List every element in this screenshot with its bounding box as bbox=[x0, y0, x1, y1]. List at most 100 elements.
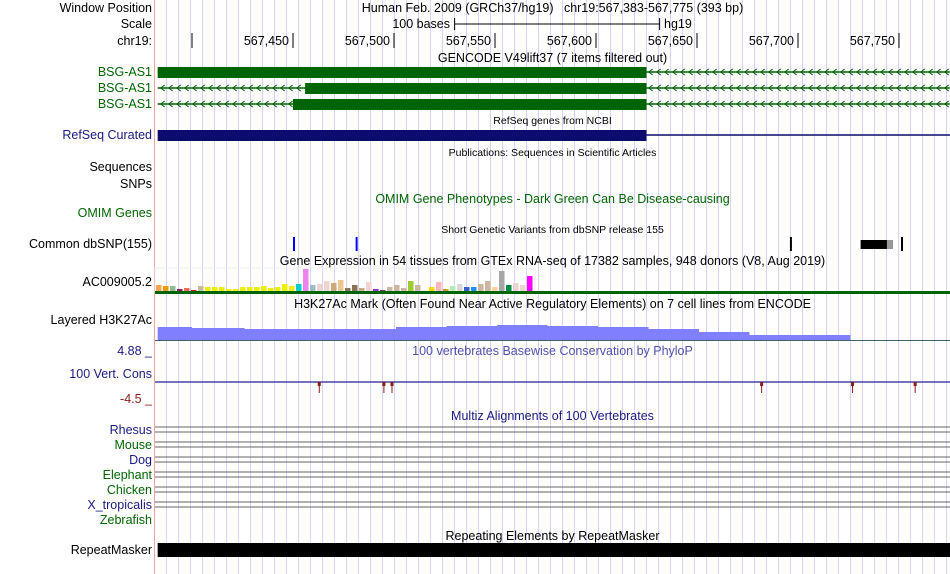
strand-arrow-icon bbox=[815, 100, 821, 108]
gtex-bar bbox=[254, 287, 260, 291]
gtex-bar bbox=[436, 282, 442, 291]
strand-arrow-icon bbox=[831, 100, 837, 108]
gtex-bar bbox=[275, 287, 281, 291]
strand-arrow-icon bbox=[815, 68, 821, 76]
strand-arrow-icon bbox=[263, 100, 269, 108]
species-label[interactable]: Elephant bbox=[102, 468, 152, 482]
multiz-title: Multiz Alignments of 100 Vertebrates bbox=[451, 409, 654, 423]
gene-exon bbox=[293, 99, 647, 110]
strand-arrow-icon bbox=[727, 100, 733, 108]
gtex-bar bbox=[506, 285, 512, 291]
strand-arrow-icon bbox=[239, 100, 245, 108]
strand-arrow-icon bbox=[839, 84, 845, 92]
refseq-label[interactable]: RefSeq Curated bbox=[62, 128, 152, 142]
strand-arrow-icon bbox=[743, 68, 749, 76]
repeatmasker-label[interactable]: RepeatMasker bbox=[70, 543, 152, 557]
strand-arrow-icon bbox=[807, 100, 813, 108]
strand-arrow-icon bbox=[823, 84, 829, 92]
species-label[interactable]: Chicken bbox=[106, 483, 152, 497]
strand-arrow-icon bbox=[663, 84, 669, 92]
strand-arrow-icon bbox=[887, 68, 893, 76]
strand-arrow-icon bbox=[695, 100, 701, 108]
h3k27ac-label[interactable]: Layered H3K27Ac bbox=[50, 313, 152, 327]
strand-arrow-icon bbox=[671, 68, 677, 76]
omim-label[interactable]: OMIM Genes bbox=[77, 206, 152, 220]
strand-arrow-icon bbox=[719, 100, 725, 108]
gtex-bar bbox=[464, 287, 470, 291]
strand-arrow-icon bbox=[927, 100, 933, 108]
species-label[interactable]: Zebrafish bbox=[99, 513, 152, 527]
h3k27ac-signal bbox=[598, 327, 649, 340]
strand-arrow-icon bbox=[191, 100, 197, 108]
strand-arrow-icon bbox=[199, 100, 205, 108]
strand-arrow-icon bbox=[823, 68, 829, 76]
gtex-bar bbox=[282, 284, 288, 291]
phylop-label[interactable]: 100 Vert. Cons bbox=[69, 367, 152, 381]
strand-arrow-icon bbox=[903, 84, 909, 92]
gtex-bar bbox=[310, 285, 316, 291]
strand-arrow-icon bbox=[191, 84, 197, 92]
species-label[interactable]: Dog bbox=[129, 453, 152, 467]
strand-arrow-icon bbox=[839, 100, 845, 108]
gencode-label[interactable]: BSG-AS1 bbox=[97, 65, 152, 79]
strand-arrow-icon bbox=[911, 100, 917, 108]
gtex-bar bbox=[303, 269, 309, 291]
strand-arrow-icon bbox=[159, 84, 165, 92]
strand-arrow-icon bbox=[927, 84, 933, 92]
ruler-tick-label: 567,450 bbox=[243, 34, 289, 48]
gtex-label[interactable]: AC009005.2 bbox=[82, 275, 152, 289]
gene-exon bbox=[157, 67, 647, 78]
strand-arrow-icon bbox=[791, 68, 797, 76]
publications-label-snps[interactable]: SNPs bbox=[120, 177, 152, 191]
species-label[interactable]: Mouse bbox=[114, 438, 152, 452]
strand-arrow-icon bbox=[671, 100, 677, 108]
strand-arrow-icon bbox=[767, 84, 773, 92]
species-label[interactable]: X_tropicalis bbox=[87, 498, 152, 512]
h3k27ac-signal bbox=[446, 326, 498, 340]
gtex-bar bbox=[331, 283, 337, 291]
gtex-bar bbox=[212, 287, 218, 291]
scale-label: Scale bbox=[120, 17, 152, 31]
strand-arrow-icon bbox=[831, 68, 837, 76]
omim-title: OMIM Gene Phenotypes - Dark Green Can Be… bbox=[375, 192, 730, 206]
strand-arrow-icon bbox=[655, 100, 661, 108]
gtex-bar bbox=[324, 281, 330, 291]
strand-arrow-icon bbox=[799, 68, 805, 76]
gtex-bar bbox=[240, 287, 246, 291]
gtex-bar bbox=[289, 286, 295, 291]
gencode-label[interactable]: BSG-AS1 bbox=[97, 97, 152, 111]
strand-arrow-icon bbox=[727, 68, 733, 76]
strand-arrow-icon bbox=[271, 84, 277, 92]
species-label[interactable]: Rhesus bbox=[109, 423, 152, 437]
strand-arrow-icon bbox=[167, 100, 173, 108]
strand-arrow-icon bbox=[935, 84, 941, 92]
gtex-bar bbox=[233, 289, 239, 291]
dbsnp-label[interactable]: Common dbSNP(155) bbox=[29, 237, 152, 251]
gtex-bar bbox=[345, 288, 351, 291]
strand-arrow-icon bbox=[647, 84, 653, 92]
gtex-bar bbox=[485, 281, 491, 291]
refseq-title: RefSeq genes from NCBI bbox=[493, 115, 612, 127]
snp-block bbox=[860, 240, 893, 249]
strand-arrow-icon bbox=[839, 68, 845, 76]
gtex-bar bbox=[261, 286, 267, 291]
strand-arrow-icon bbox=[711, 100, 717, 108]
strand-arrow-icon bbox=[847, 100, 853, 108]
publications-label-sequences[interactable]: Sequences bbox=[89, 160, 152, 174]
strand-arrow-icon bbox=[671, 84, 677, 92]
gtex-bar bbox=[429, 287, 435, 291]
dbsnp-title: Short Genetic Variants from dbSNP releas… bbox=[441, 224, 664, 236]
strand-arrow-icon bbox=[183, 84, 189, 92]
gtex-bar bbox=[457, 284, 463, 291]
gencode-title: GENCODE V49lift37 (7 items filtered out) bbox=[437, 51, 668, 65]
strand-arrow-icon bbox=[295, 84, 301, 92]
strand-arrow-icon bbox=[703, 84, 709, 92]
gtex-bar bbox=[359, 288, 365, 291]
strand-arrow-icon bbox=[735, 84, 741, 92]
gtex-bar bbox=[492, 287, 498, 291]
h3k27ac-signal bbox=[192, 328, 245, 340]
gencode-label[interactable]: BSG-AS1 bbox=[97, 81, 152, 95]
snp-variant bbox=[901, 237, 904, 251]
